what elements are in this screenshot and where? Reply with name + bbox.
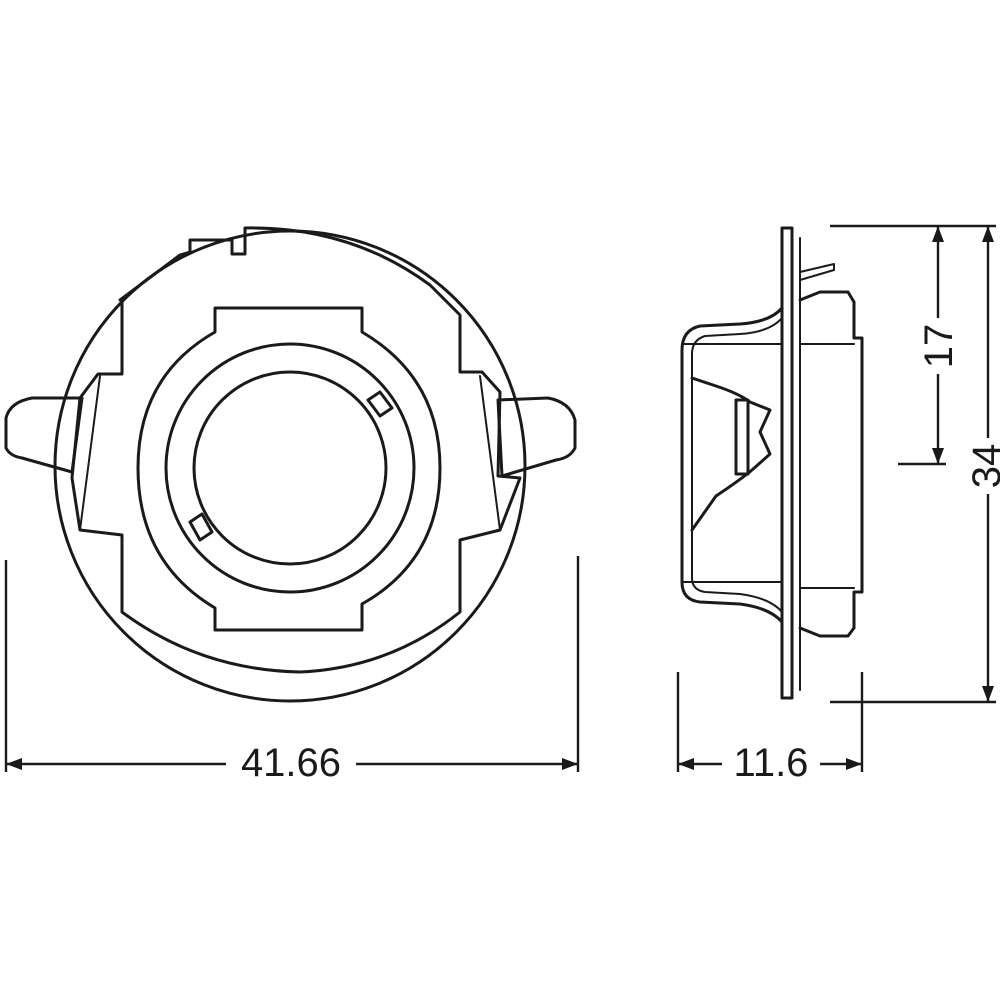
side-view	[680, 226, 864, 700]
dimension-half-height: 17	[898, 226, 961, 466]
flange-plate	[780, 226, 794, 700]
inner-keyed-frame	[136, 306, 442, 632]
half-height-value: 17	[917, 324, 961, 369]
latch-arm	[690, 376, 772, 532]
upper-lug	[366, 390, 394, 418]
depth-value: 11.6	[734, 741, 809, 785]
outer-body-outline	[70, 226, 522, 674]
left-clip-tab	[4, 396, 84, 474]
front-view	[4, 226, 577, 703]
lower-lug	[188, 512, 214, 542]
height-value: 34	[965, 444, 1000, 489]
latch-detent	[734, 398, 750, 476]
right-tab-hinge	[479, 375, 501, 531]
side-clip	[680, 306, 784, 624]
dimension-width: 41.66	[4, 556, 580, 788]
socket-ring-outer	[164, 342, 416, 594]
dimension-height: 34	[830, 224, 1000, 704]
side-clip-inner	[691, 317, 783, 613]
socket-ring-inner	[192, 370, 388, 566]
spring-wire	[799, 263, 835, 281]
dimension-depth: 11.6	[676, 672, 864, 788]
left-tab-hinge	[79, 375, 101, 531]
side-housing	[798, 290, 864, 638]
width-value: 41.66	[241, 741, 341, 785]
right-clip-tab	[496, 396, 577, 478]
